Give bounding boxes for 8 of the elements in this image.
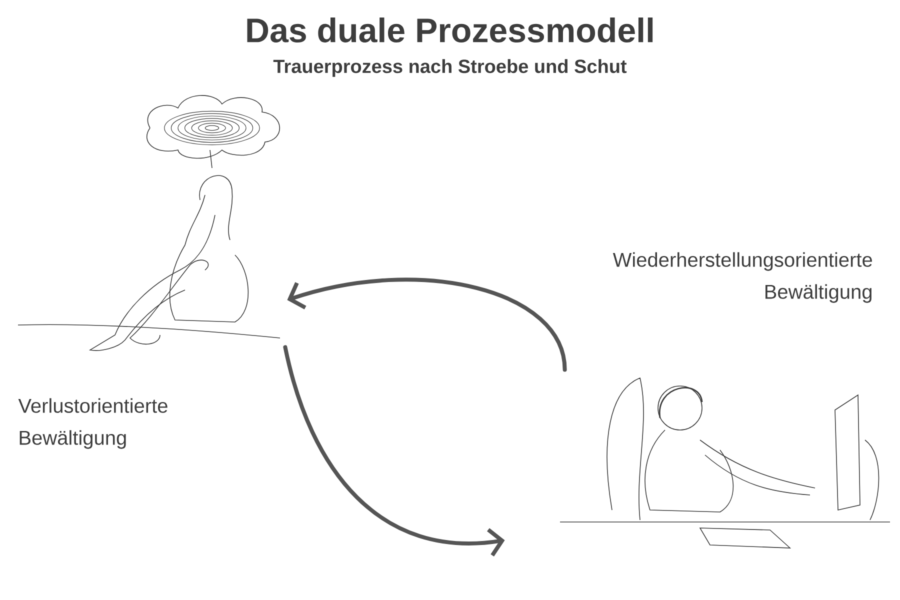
title: Das duale Prozessmodell [247,18,653,42]
caption-text: Verlustorientierte Bewältigung [18,398,168,449]
person-at-computer-drawing [560,378,890,548]
caption-text: Wiederherstellungsorientierte Bewältigung [612,252,872,303]
curved-arrow [283,345,505,556]
subtitle: Trauerprozess nach Stroebe und Schut [273,59,627,77]
curved-arrow [287,278,567,372]
sitting-person-drawing [18,95,280,351]
